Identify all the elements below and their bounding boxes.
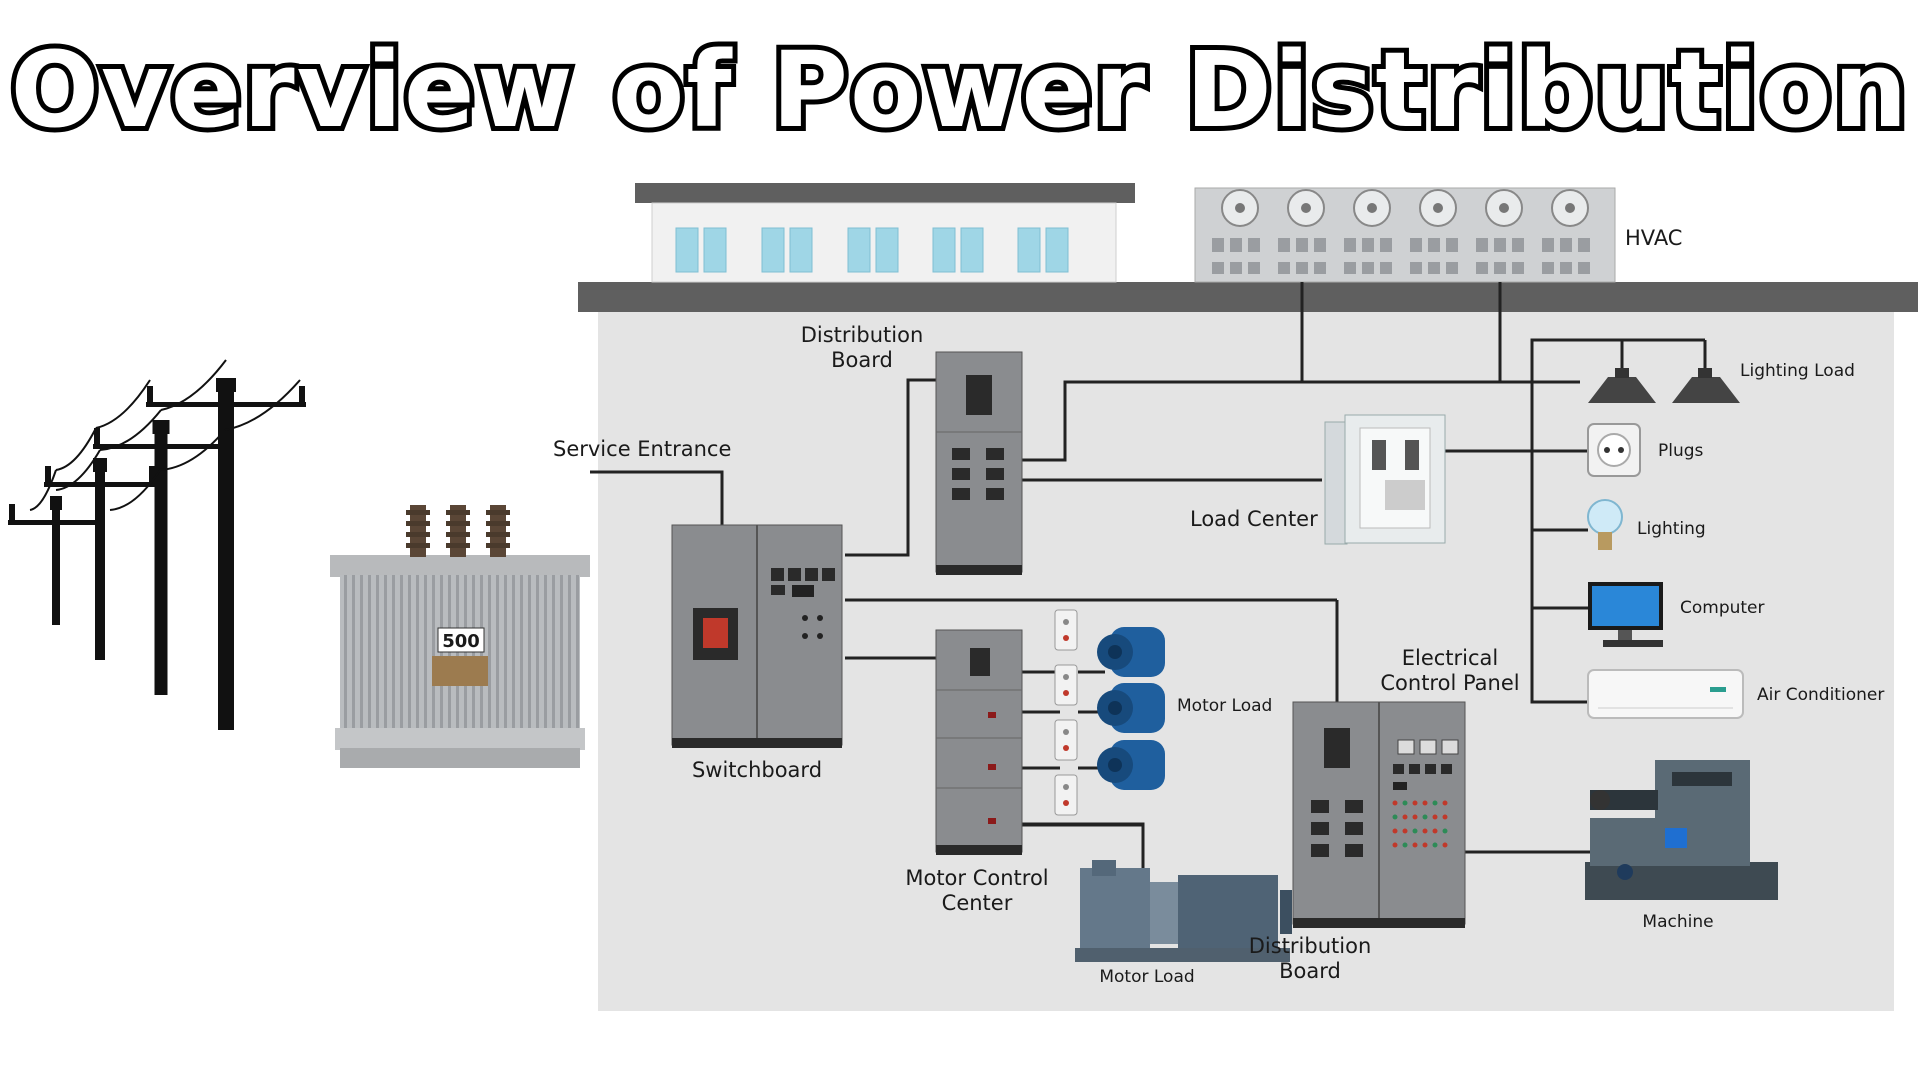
label-service-entrance: Service Entrance (553, 437, 731, 461)
machine-icon (1585, 760, 1778, 900)
label-distribution-board-bottom-line1: Distribution (1249, 934, 1372, 958)
switchboard (671, 524, 843, 748)
label-load-center: Load Center (1190, 507, 1318, 531)
label-motor-load-pump: Motor Load (1099, 967, 1194, 987)
label-electrical-control-panel-line2: Control Panel (1380, 671, 1519, 695)
power-socket-icon (1587, 423, 1641, 477)
utility-pole-icon (8, 359, 306, 730)
electrical-control-panel (1292, 701, 1466, 928)
roof-slab (578, 282, 1918, 312)
label-air-conditioner: Air Conditioner (1757, 685, 1884, 705)
motor-control-center (935, 629, 1023, 855)
label-distribution-board-top-line2: Board (831, 348, 893, 372)
label-switchboard: Switchboard (692, 758, 822, 782)
pump-icon (1075, 860, 1292, 962)
label-motor-load-mcc: Motor Load (1177, 696, 1272, 716)
transformer-rating: 500 (442, 631, 480, 652)
pendant-lamp-icon (1588, 368, 1740, 403)
air-conditioner-icon (1587, 669, 1744, 719)
label-plugs: Plugs (1658, 441, 1704, 461)
label-distribution-board-top-line1: Distribution (801, 323, 924, 347)
label-computer: Computer (1680, 598, 1765, 618)
building (578, 183, 1918, 1011)
label-lighting: Lighting (1637, 519, 1706, 539)
label-electrical-control-panel-line1: Electrical (1402, 646, 1499, 670)
page-title: Overview of Power Distribution (6, 25, 1913, 155)
hvac-unit-icon (1194, 187, 1616, 283)
skylight (635, 183, 1135, 283)
label-lighting-load: Lighting Load (1740, 361, 1855, 381)
labels: HVAC Distribution Board Service Entrance… (553, 226, 1884, 987)
label-machine: Machine (1642, 912, 1713, 932)
label-motor-control-center-line2: Center (942, 891, 1013, 915)
transformer-icon: 500 (330, 505, 590, 768)
label-distribution-board-bottom-line2: Board (1279, 959, 1341, 983)
computer-monitor-icon (1588, 582, 1663, 647)
electric-motor-icon (1054, 609, 1165, 816)
label-hvac: HVAC (1625, 226, 1682, 250)
light-bulb-icon (1587, 499, 1623, 550)
distribution-board-top (935, 351, 1023, 575)
load-center (1324, 414, 1446, 545)
label-motor-control-center-line1: Motor Control (905, 866, 1048, 890)
